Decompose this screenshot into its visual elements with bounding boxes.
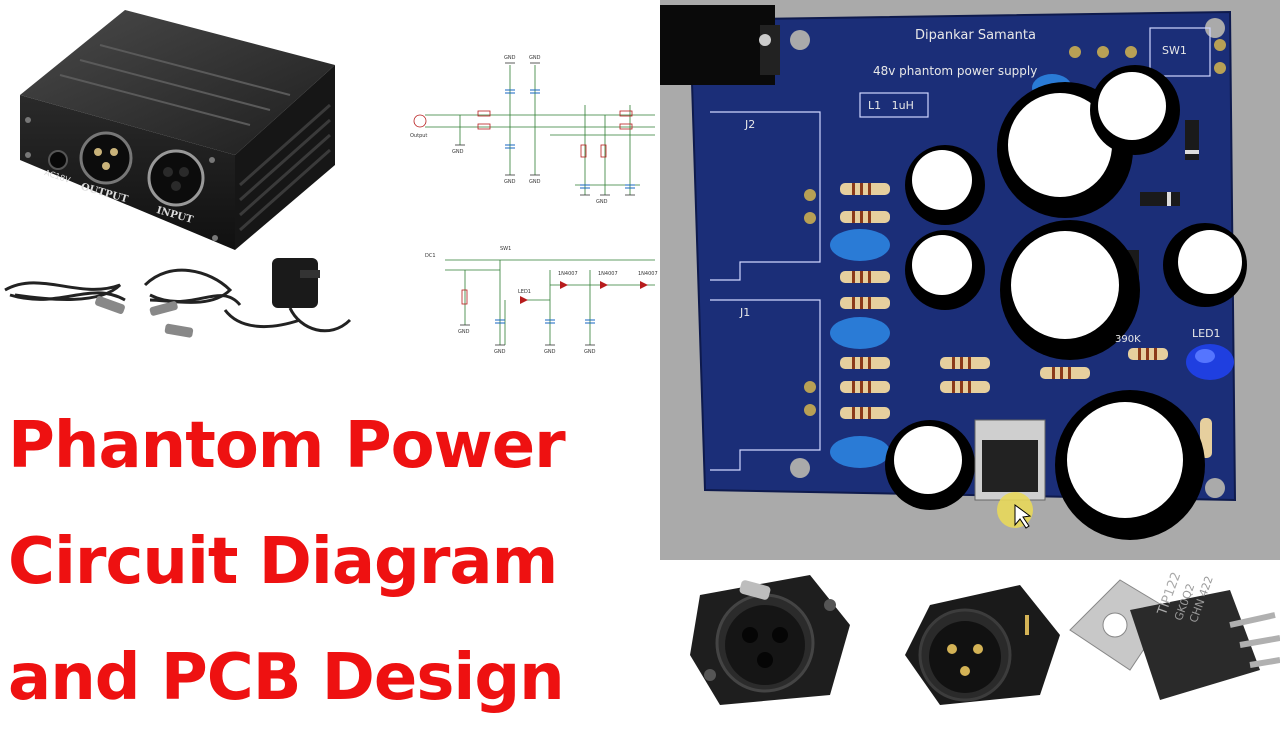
pcb-jack-j1-label: J1: [740, 306, 751, 319]
sch-label: DC1: [425, 253, 436, 259]
sch-label: GND: [544, 349, 556, 355]
sch-label: GND: [584, 349, 596, 355]
pcb-board: [660, 5, 1247, 540]
title-line-1: Phantom Power: [8, 409, 566, 483]
xlr-male-connector-photo: [905, 585, 1060, 705]
sch-label: GND: [529, 55, 541, 61]
pcb-inductor-label: L1 1uH: [868, 99, 914, 112]
video-title: Phantom Power Circuit Diagram and PCB De…: [8, 388, 658, 736]
sch-label: GND: [529, 179, 541, 185]
pcb-author: Dipankar Samanta: [915, 28, 1036, 43]
title-line-2: Circuit Diagram: [8, 525, 558, 599]
sch-label: 1N4007: [598, 271, 618, 277]
sch-label: GND: [494, 349, 506, 355]
pcb-switch-label: SW1: [1162, 44, 1187, 57]
pcb-led-label: LED1: [1192, 327, 1221, 340]
title-line-3: and PCB Design: [8, 641, 565, 715]
sch-label: GND: [504, 55, 516, 61]
sch-label: GND: [458, 329, 470, 335]
pcb-jack-j2-label: J2: [745, 118, 756, 131]
sch-label: GND: [596, 199, 608, 205]
sch-label: GND: [452, 149, 464, 155]
circuit-schematic: GND GND Output GND GND GND GND DC1 SW1 L…: [410, 55, 658, 355]
tip122-transistor-photo: [1069, 579, 1280, 700]
sch-label: Output: [410, 133, 427, 139]
sch-label: 1N4007: [638, 271, 658, 277]
phantom-power-unit-photo: [4, 10, 352, 338]
pcb-3d-view: Dipankar Samanta 48v phantom power suppl…: [660, 0, 1280, 560]
xlr-female-connector-photo: [690, 575, 850, 705]
sch-label: LED1: [518, 289, 531, 295]
pcb-board-title: 48v phantom power supply: [873, 64, 1038, 78]
pcb-resistor-label: 390K: [1115, 334, 1141, 345]
sch-label: SW1: [500, 246, 511, 252]
sch-label: GND: [504, 179, 516, 185]
sch-label: 1N4007: [558, 271, 578, 277]
